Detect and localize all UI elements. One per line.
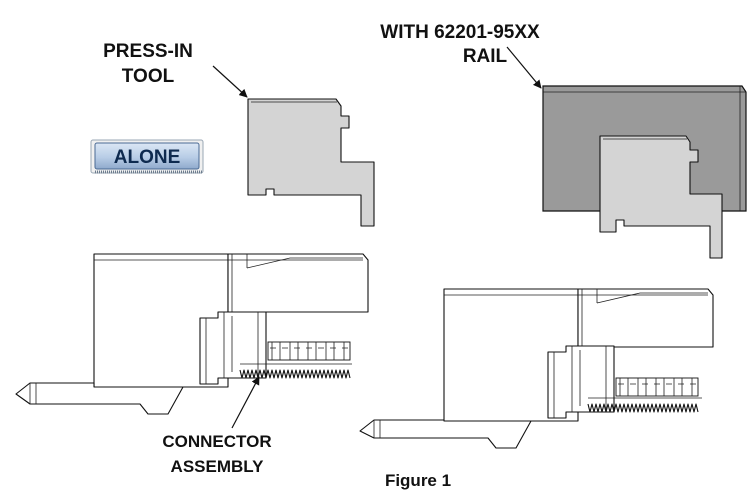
with-rail-leader — [506, 46, 542, 89]
contacts-right — [587, 377, 702, 413]
label-press-in-line1: PRESS-IN — [103, 41, 193, 62]
press-in-tool-alone — [247, 98, 375, 227]
label-connector-line2: ASSEMBLY — [171, 457, 265, 476]
label-connector-assembly: CONNECTOR ASSEMBLY — [162, 432, 271, 476]
label-press-in-line2: TOOL — [122, 66, 175, 87]
alone-badge: ALONE — [90, 139, 204, 174]
connector-assembly-leader — [231, 376, 260, 429]
label-with-rail-line2: RAIL — [463, 46, 508, 67]
label-press-in-tool: PRESS-IN TOOL — [103, 41, 193, 87]
connector-left — [15, 253, 369, 415]
connector-right — [359, 288, 714, 449]
label-with-rail-line1: WITH 62201-95XX — [380, 22, 540, 43]
alone-text: ALONE — [114, 147, 181, 168]
press-in-tool-leader — [212, 65, 248, 98]
label-with-rail: WITH 62201-95XX RAIL — [380, 22, 540, 67]
rail-with-tool — [542, 85, 747, 259]
label-connector-line1: CONNECTOR — [162, 432, 271, 451]
figure-caption: Figure 1 — [385, 471, 451, 490]
